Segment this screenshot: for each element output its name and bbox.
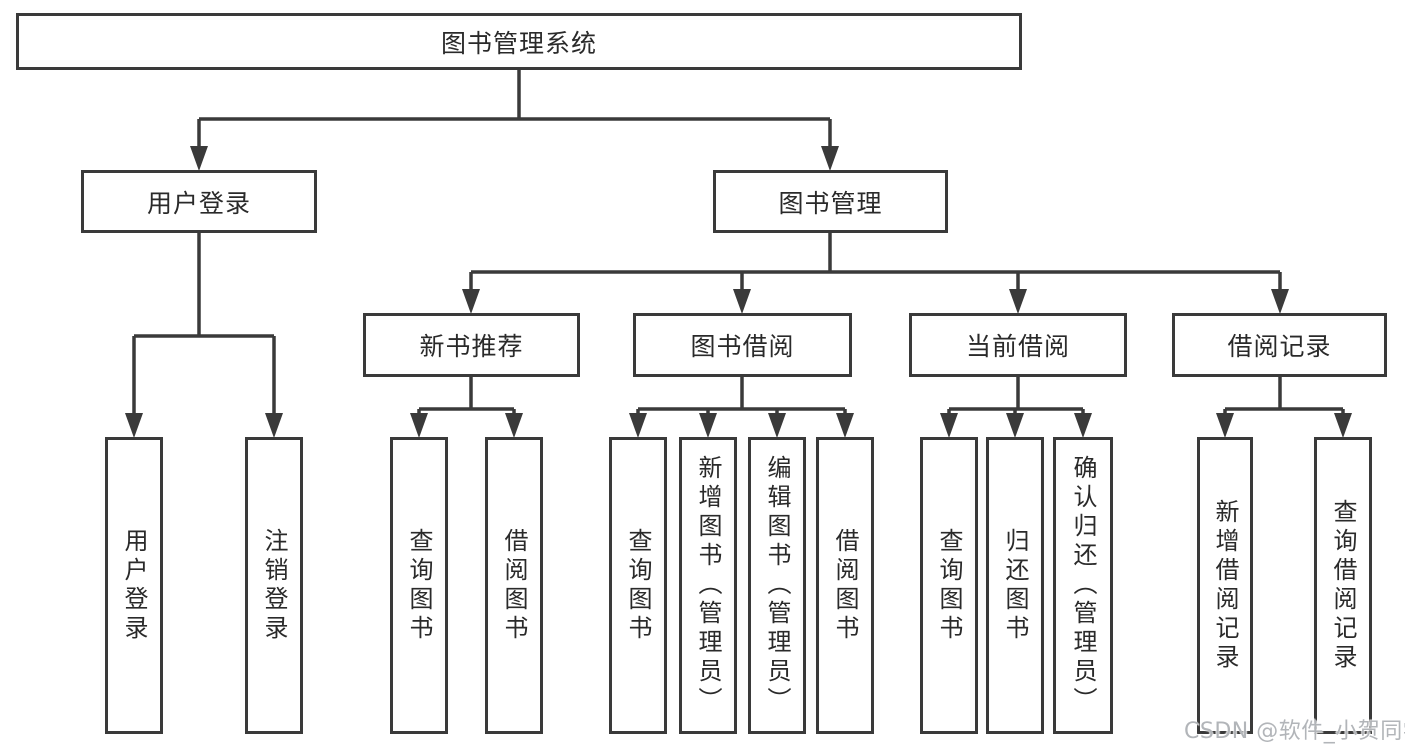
connector-book-management-children bbox=[469, 233, 1282, 293]
connector-borrowing-records-children bbox=[1223, 377, 1345, 417]
leaf-logout-login: 注销登录 bbox=[245, 437, 303, 734]
arrowhead bbox=[821, 146, 839, 171]
connector-new-book-recommend-children bbox=[417, 377, 516, 417]
leaf-add-borrow-record: 新增借阅记录 bbox=[1197, 437, 1253, 734]
arrowhead bbox=[768, 413, 786, 438]
leaf-query-books-borrowing: 查询图书 bbox=[609, 437, 667, 734]
connector-root-to-level2 bbox=[197, 70, 832, 150]
node-new-book-recommend: 新书推荐 bbox=[363, 313, 580, 377]
leaf-add-books-admin: 新增图书（管理员） bbox=[679, 437, 737, 734]
node-book-management: 图书管理 bbox=[713, 170, 948, 233]
arrowhead bbox=[699, 413, 717, 438]
arrowhead bbox=[1334, 413, 1352, 438]
node-borrowing-records: 借阅记录 bbox=[1172, 313, 1387, 377]
watermark: CSDN @软件_小贺同学 bbox=[1184, 719, 1405, 744]
leaf-user-login: 用户登录 bbox=[105, 437, 163, 734]
arrowhead bbox=[940, 413, 958, 438]
leaf-confirm-return-admin: 确认归还（管理员） bbox=[1053, 437, 1113, 734]
arrowhead bbox=[265, 413, 283, 438]
arrowhead bbox=[462, 289, 480, 314]
arrowhead bbox=[1271, 289, 1289, 314]
arrowhead bbox=[1216, 413, 1234, 438]
arrowhead bbox=[1006, 413, 1024, 438]
arrowhead bbox=[1074, 413, 1092, 438]
leaf-borrow-books-recommend: 借阅图书 bbox=[485, 437, 543, 734]
arrowhead bbox=[410, 413, 428, 438]
leaf-borrow-books: 借阅图书 bbox=[816, 437, 874, 734]
node-current-borrowing: 当前借阅 bbox=[909, 313, 1127, 377]
leaf-query-books-recommend: 查询图书 bbox=[390, 437, 448, 734]
arrowhead bbox=[733, 289, 751, 314]
node-user-login: 用户登录 bbox=[81, 170, 317, 233]
arrowhead bbox=[505, 413, 523, 438]
arrowhead bbox=[836, 413, 854, 438]
arrowhead bbox=[1009, 289, 1027, 314]
arrowhead bbox=[190, 146, 208, 171]
connector-user-login-children bbox=[132, 233, 276, 417]
arrowhead bbox=[629, 413, 647, 438]
leaf-query-borrow-record: 查询借阅记录 bbox=[1314, 437, 1372, 734]
arrowheads bbox=[125, 146, 1352, 438]
connector-book-borrowing-children bbox=[636, 377, 847, 417]
node-library-management-system: 图书管理系统 bbox=[16, 13, 1022, 70]
leaf-return-books: 归还图书 bbox=[986, 437, 1044, 734]
leaf-edit-books-admin: 编辑图书（管理员） bbox=[748, 437, 806, 734]
connector-current-borrowing-children bbox=[947, 377, 1085, 417]
arrowhead bbox=[125, 413, 143, 438]
node-book-borrowing: 图书借阅 bbox=[633, 313, 852, 377]
leaf-query-books-current: 查询图书 bbox=[920, 437, 978, 734]
